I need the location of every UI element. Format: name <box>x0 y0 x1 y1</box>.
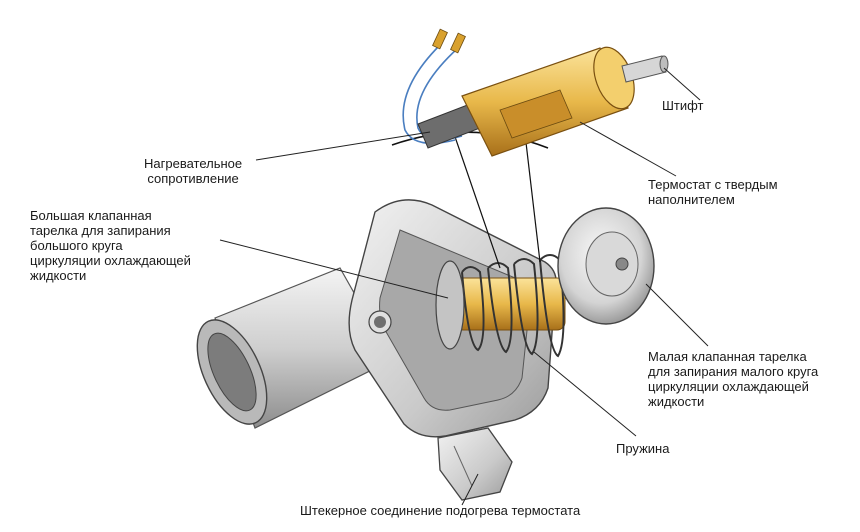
small-valve-disc-inner <box>585 231 639 297</box>
magnifier-link-right <box>524 133 541 263</box>
magnifier-link-left <box>451 127 501 269</box>
magnified-element <box>402 28 669 157</box>
label-spring: Пружина <box>616 441 670 456</box>
spring-coil-3 <box>513 258 539 356</box>
label-pin: Штифт <box>662 98 704 113</box>
pin-tip <box>659 55 669 73</box>
inlet-pipe-bore <box>207 332 257 412</box>
bolt-hole-inner <box>374 316 386 328</box>
label-heater: Нагревательное сопротивление <box>144 156 243 186</box>
leader-connector <box>461 473 479 506</box>
connector-ridge <box>453 445 473 487</box>
label-connector: Штекерное соединение подогрева термостат… <box>300 503 581 518</box>
spring-coil-2 <box>487 262 513 354</box>
wire-terminal-2 <box>450 32 466 54</box>
heater-connector-plug <box>437 427 513 501</box>
small-valve-group <box>557 207 655 325</box>
leader-large-valve <box>219 239 449 299</box>
small-valve-hub <box>615 257 629 271</box>
leader-thermostat <box>579 121 677 177</box>
large-valve-plate <box>435 260 465 350</box>
leader-spring <box>533 351 637 437</box>
leader-pin <box>663 67 701 101</box>
leader-small-valve <box>645 283 709 347</box>
leader-lines <box>219 67 709 506</box>
leader-heater <box>255 131 431 161</box>
spring-group <box>435 254 566 358</box>
wire-terminal-1 <box>432 28 448 50</box>
connector-group <box>437 427 513 501</box>
label-thermostat: Термостат с твердым наполнителем <box>648 177 778 207</box>
label-large-valve: Большая клапанная тарелка для запирания … <box>30 208 191 283</box>
brass-cutaway <box>499 89 573 139</box>
pin-shaft <box>621 55 667 83</box>
label-small-valve: Малая клапанная тарелка для запирания ма… <box>648 349 819 409</box>
spring-coil-1 <box>461 266 485 352</box>
spring-coil-4 <box>539 254 565 358</box>
